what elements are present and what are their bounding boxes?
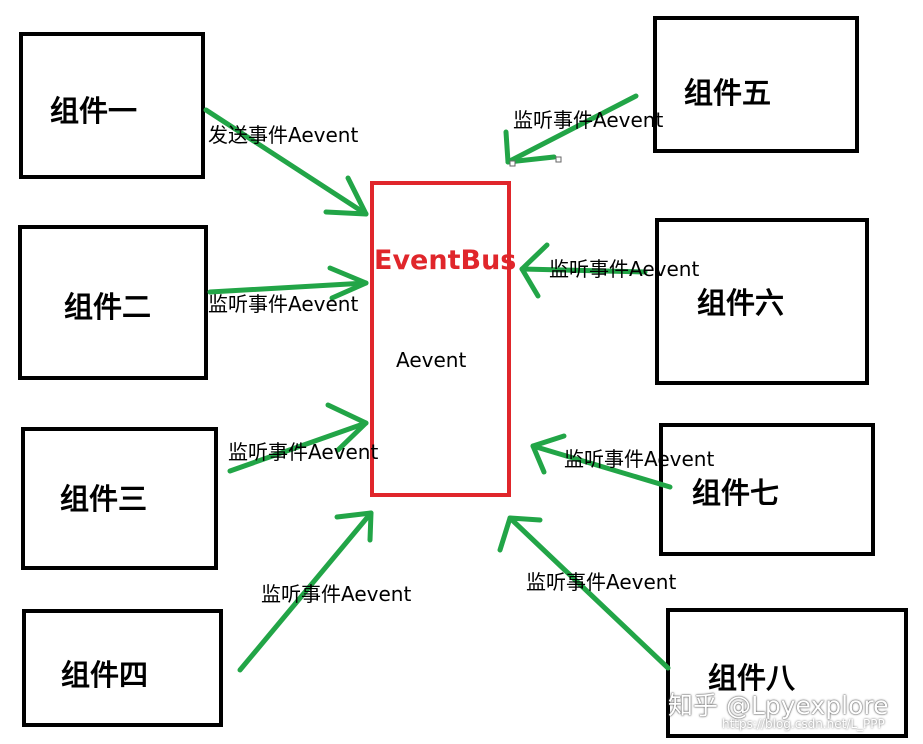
component-label-6: 组件六 <box>697 286 785 320</box>
component-box-1 <box>19 32 205 179</box>
component-box-4 <box>22 609 223 727</box>
edge-label-5: 监听事件Aevent <box>513 108 664 132</box>
component-box-6 <box>655 218 869 385</box>
component-label-8: 组件八 <box>708 661 796 695</box>
edge-label-7: 监听事件Aevent <box>564 447 715 471</box>
edge-label-8: 监听事件Aevent <box>526 570 677 594</box>
component-box-7 <box>659 423 875 556</box>
component-label-5: 组件五 <box>684 76 772 110</box>
arrow-c3 <box>227 402 369 474</box>
arrow-c4 <box>237 510 374 673</box>
component-label-4: 组件四 <box>61 658 149 692</box>
component-label-1: 组件一 <box>50 94 138 128</box>
edge-label-6: 监听事件Aevent <box>549 257 700 281</box>
edge-label-1: 发送事件Aevent <box>208 123 359 147</box>
eventbus-event: Aevent <box>396 348 467 372</box>
component-label-2: 组件二 <box>64 290 152 324</box>
arrow-c1 <box>203 107 369 217</box>
component-box-8 <box>666 608 908 738</box>
watermark-url: https://blog.csdn.net/L_PPP <box>722 717 885 731</box>
edge-label-2: 监听事件Aevent <box>208 292 359 316</box>
component-box-5 <box>653 16 859 153</box>
edge-label-3: 监听事件Aevent <box>228 440 379 464</box>
component-label-7: 组件七 <box>692 476 780 510</box>
arrow-c5 <box>503 93 639 165</box>
component-box-3 <box>21 427 218 570</box>
watermark-text: 知乎 @Lpyexplore <box>668 691 889 720</box>
component-label-3: 组件三 <box>60 482 148 516</box>
arrow-c6 <box>519 242 648 299</box>
arrow-c8 <box>497 515 671 671</box>
eventbus-box <box>370 181 511 497</box>
eventbus-title: EventBus <box>374 245 517 276</box>
edge-label-4: 监听事件Aevent <box>261 582 412 606</box>
component-box-2 <box>18 225 208 380</box>
arrow-c7 <box>530 433 673 490</box>
arrow-c2 <box>207 265 369 301</box>
